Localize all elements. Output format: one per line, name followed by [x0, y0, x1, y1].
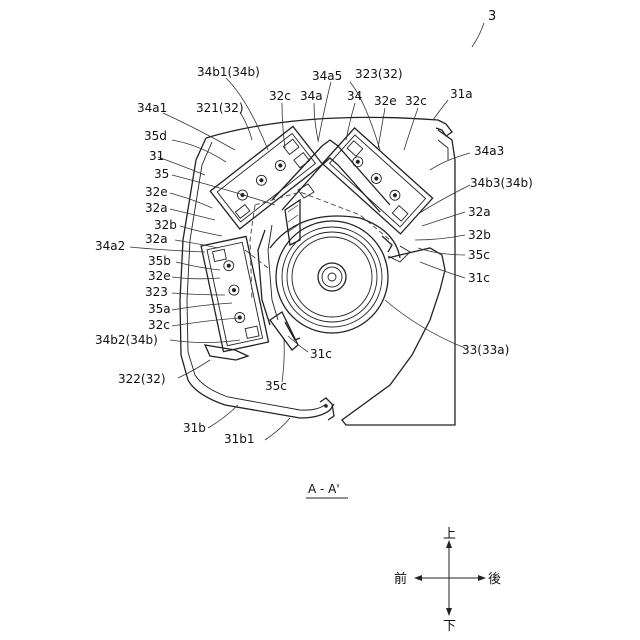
label-31b1: 31b1	[224, 432, 255, 446]
label-32e-left2: 32e	[148, 269, 171, 283]
label-34a2: 34a2	[95, 239, 125, 253]
housing-outline	[180, 117, 455, 425]
arrow-down-icon	[446, 608, 452, 616]
label-31c-bottom: 31c	[310, 347, 332, 361]
label-32b-right: 32b	[468, 228, 491, 242]
upper-right-electrode	[322, 128, 432, 234]
label-35: 35	[154, 167, 169, 181]
label-32e-left: 32e	[145, 185, 168, 199]
label-34: 34	[347, 89, 362, 103]
label-322-32: 322(32)	[118, 372, 166, 386]
compass-up-label: 上	[443, 527, 456, 542]
label-32c-left: 32c	[148, 318, 170, 332]
label-32e-top: 32e	[374, 94, 397, 108]
label-32a-right: 32a	[468, 205, 491, 219]
compass-back-label: 後	[488, 572, 501, 587]
label-34a: 34a	[300, 89, 323, 103]
compass-down-label: 下	[443, 619, 456, 634]
label-31a: 31a	[450, 87, 473, 101]
section-caption: A - A'	[306, 482, 348, 498]
label-35c-right: 35c	[468, 248, 490, 262]
reference-labels: 3 34b1(34b) 34a5 323(32) 31a 34a1 321(32…	[95, 9, 533, 446]
label-34b2: 34b2(34b)	[95, 333, 158, 347]
label-35a: 35a	[148, 302, 171, 316]
label-323: 323	[145, 285, 168, 299]
label-321-32: 321(32)	[196, 101, 244, 115]
label-figure-number: 3	[488, 9, 496, 24]
label-323-32: 323(32)	[355, 67, 403, 81]
label-32a-left: 32a	[145, 201, 168, 215]
label-32a-left2: 32a	[145, 232, 168, 246]
leader-lines	[130, 23, 484, 440]
arrow-right-icon	[478, 575, 486, 581]
label-31c-right: 31c	[468, 271, 490, 285]
label-31: 31	[149, 149, 164, 163]
label-32b-left: 32b	[154, 218, 177, 232]
label-32c-top2: 32c	[405, 94, 427, 108]
label-34b1: 34b1(34b)	[197, 65, 260, 79]
upper-left-electrode	[210, 126, 322, 228]
fan-assembly	[270, 216, 410, 333]
arrow-left-icon	[414, 575, 422, 581]
label-33-33a: 33(33a)	[462, 343, 509, 357]
hatched-baffles	[270, 200, 300, 350]
label-34b3: 34b3(34b)	[470, 176, 533, 190]
label-32c-top: 32c	[269, 89, 291, 103]
direction-compass: 上 下 前 後	[394, 527, 501, 634]
label-31b: 31b	[183, 421, 206, 435]
compass-front-label: 前	[394, 571, 407, 587]
label-35d: 35d	[144, 129, 167, 143]
label-35c-bottom: 35c	[265, 379, 287, 393]
label-35b: 35b	[148, 254, 171, 268]
section-label: A - A'	[308, 482, 340, 496]
label-34a3: 34a3	[474, 144, 504, 158]
label-34a5: 34a5	[312, 69, 342, 83]
label-34a1: 34a1	[137, 101, 167, 115]
